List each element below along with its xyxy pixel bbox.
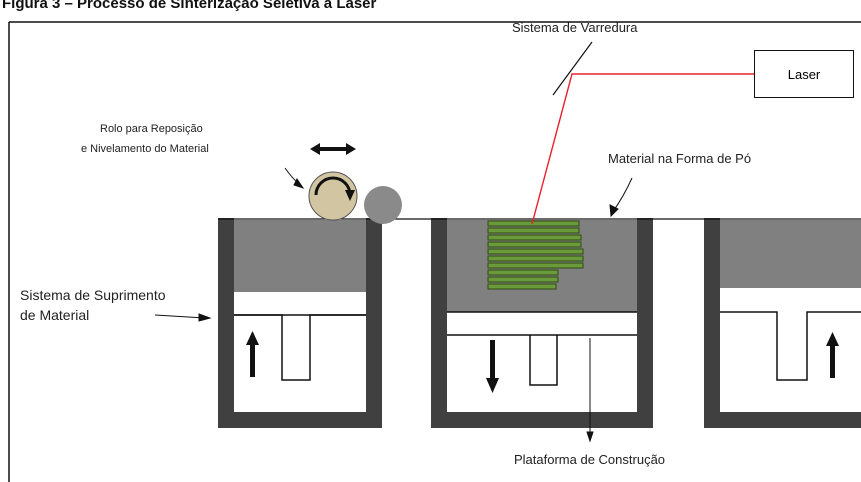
laser-box: Laser bbox=[754, 50, 854, 98]
figure-caption: Figura 3 – Processo de Sinterização Sele… bbox=[2, 0, 377, 12]
piston bbox=[720, 311, 861, 381]
powder-bed bbox=[720, 220, 861, 288]
chamber-wall-right bbox=[366, 218, 382, 428]
supply-chamber-right bbox=[704, 218, 861, 428]
arrow-up-icon bbox=[246, 331, 259, 377]
arrow-down-icon bbox=[486, 340, 499, 393]
laser-label: Laser bbox=[787, 66, 821, 82]
powder-material-label: Material na Forma de Pó bbox=[608, 151, 752, 166]
chamber-wall-right bbox=[637, 218, 653, 428]
chamber-wall-left bbox=[218, 218, 234, 428]
scanning-system-label: Sistema de Varredura bbox=[512, 20, 638, 35]
chamber-wall-left bbox=[431, 218, 447, 428]
arrow-up-icon bbox=[826, 332, 839, 378]
supply-system-label-line1: Sistema de Suprimento bbox=[20, 287, 166, 303]
sintered-part bbox=[487, 220, 584, 290]
roller-label-line1: Rolo para Reposição bbox=[100, 123, 203, 135]
powder-ball bbox=[364, 186, 402, 224]
chamber-floor bbox=[431, 412, 653, 428]
build-chamber bbox=[431, 218, 653, 428]
supply-system-label-line2: de Material bbox=[20, 307, 90, 323]
roller-label-line2: e Nivelamento do Material bbox=[81, 143, 209, 155]
laser-beam bbox=[531, 73, 754, 225]
powder-bed bbox=[234, 220, 366, 292]
rotation-arrow-icon bbox=[314, 176, 352, 196]
leader-arrows bbox=[154, 167, 633, 443]
chamber-wall-left bbox=[704, 218, 720, 428]
scanning-mirror bbox=[552, 41, 593, 96]
build-platform-label: Plataforma de Construção bbox=[514, 452, 666, 467]
double-arrow-icon bbox=[310, 143, 356, 155]
chamber-floor bbox=[218, 412, 382, 428]
chamber-floor bbox=[704, 412, 861, 428]
supply-chamber-left bbox=[218, 218, 382, 428]
roller bbox=[308, 171, 402, 224]
piston bbox=[529, 335, 558, 386]
